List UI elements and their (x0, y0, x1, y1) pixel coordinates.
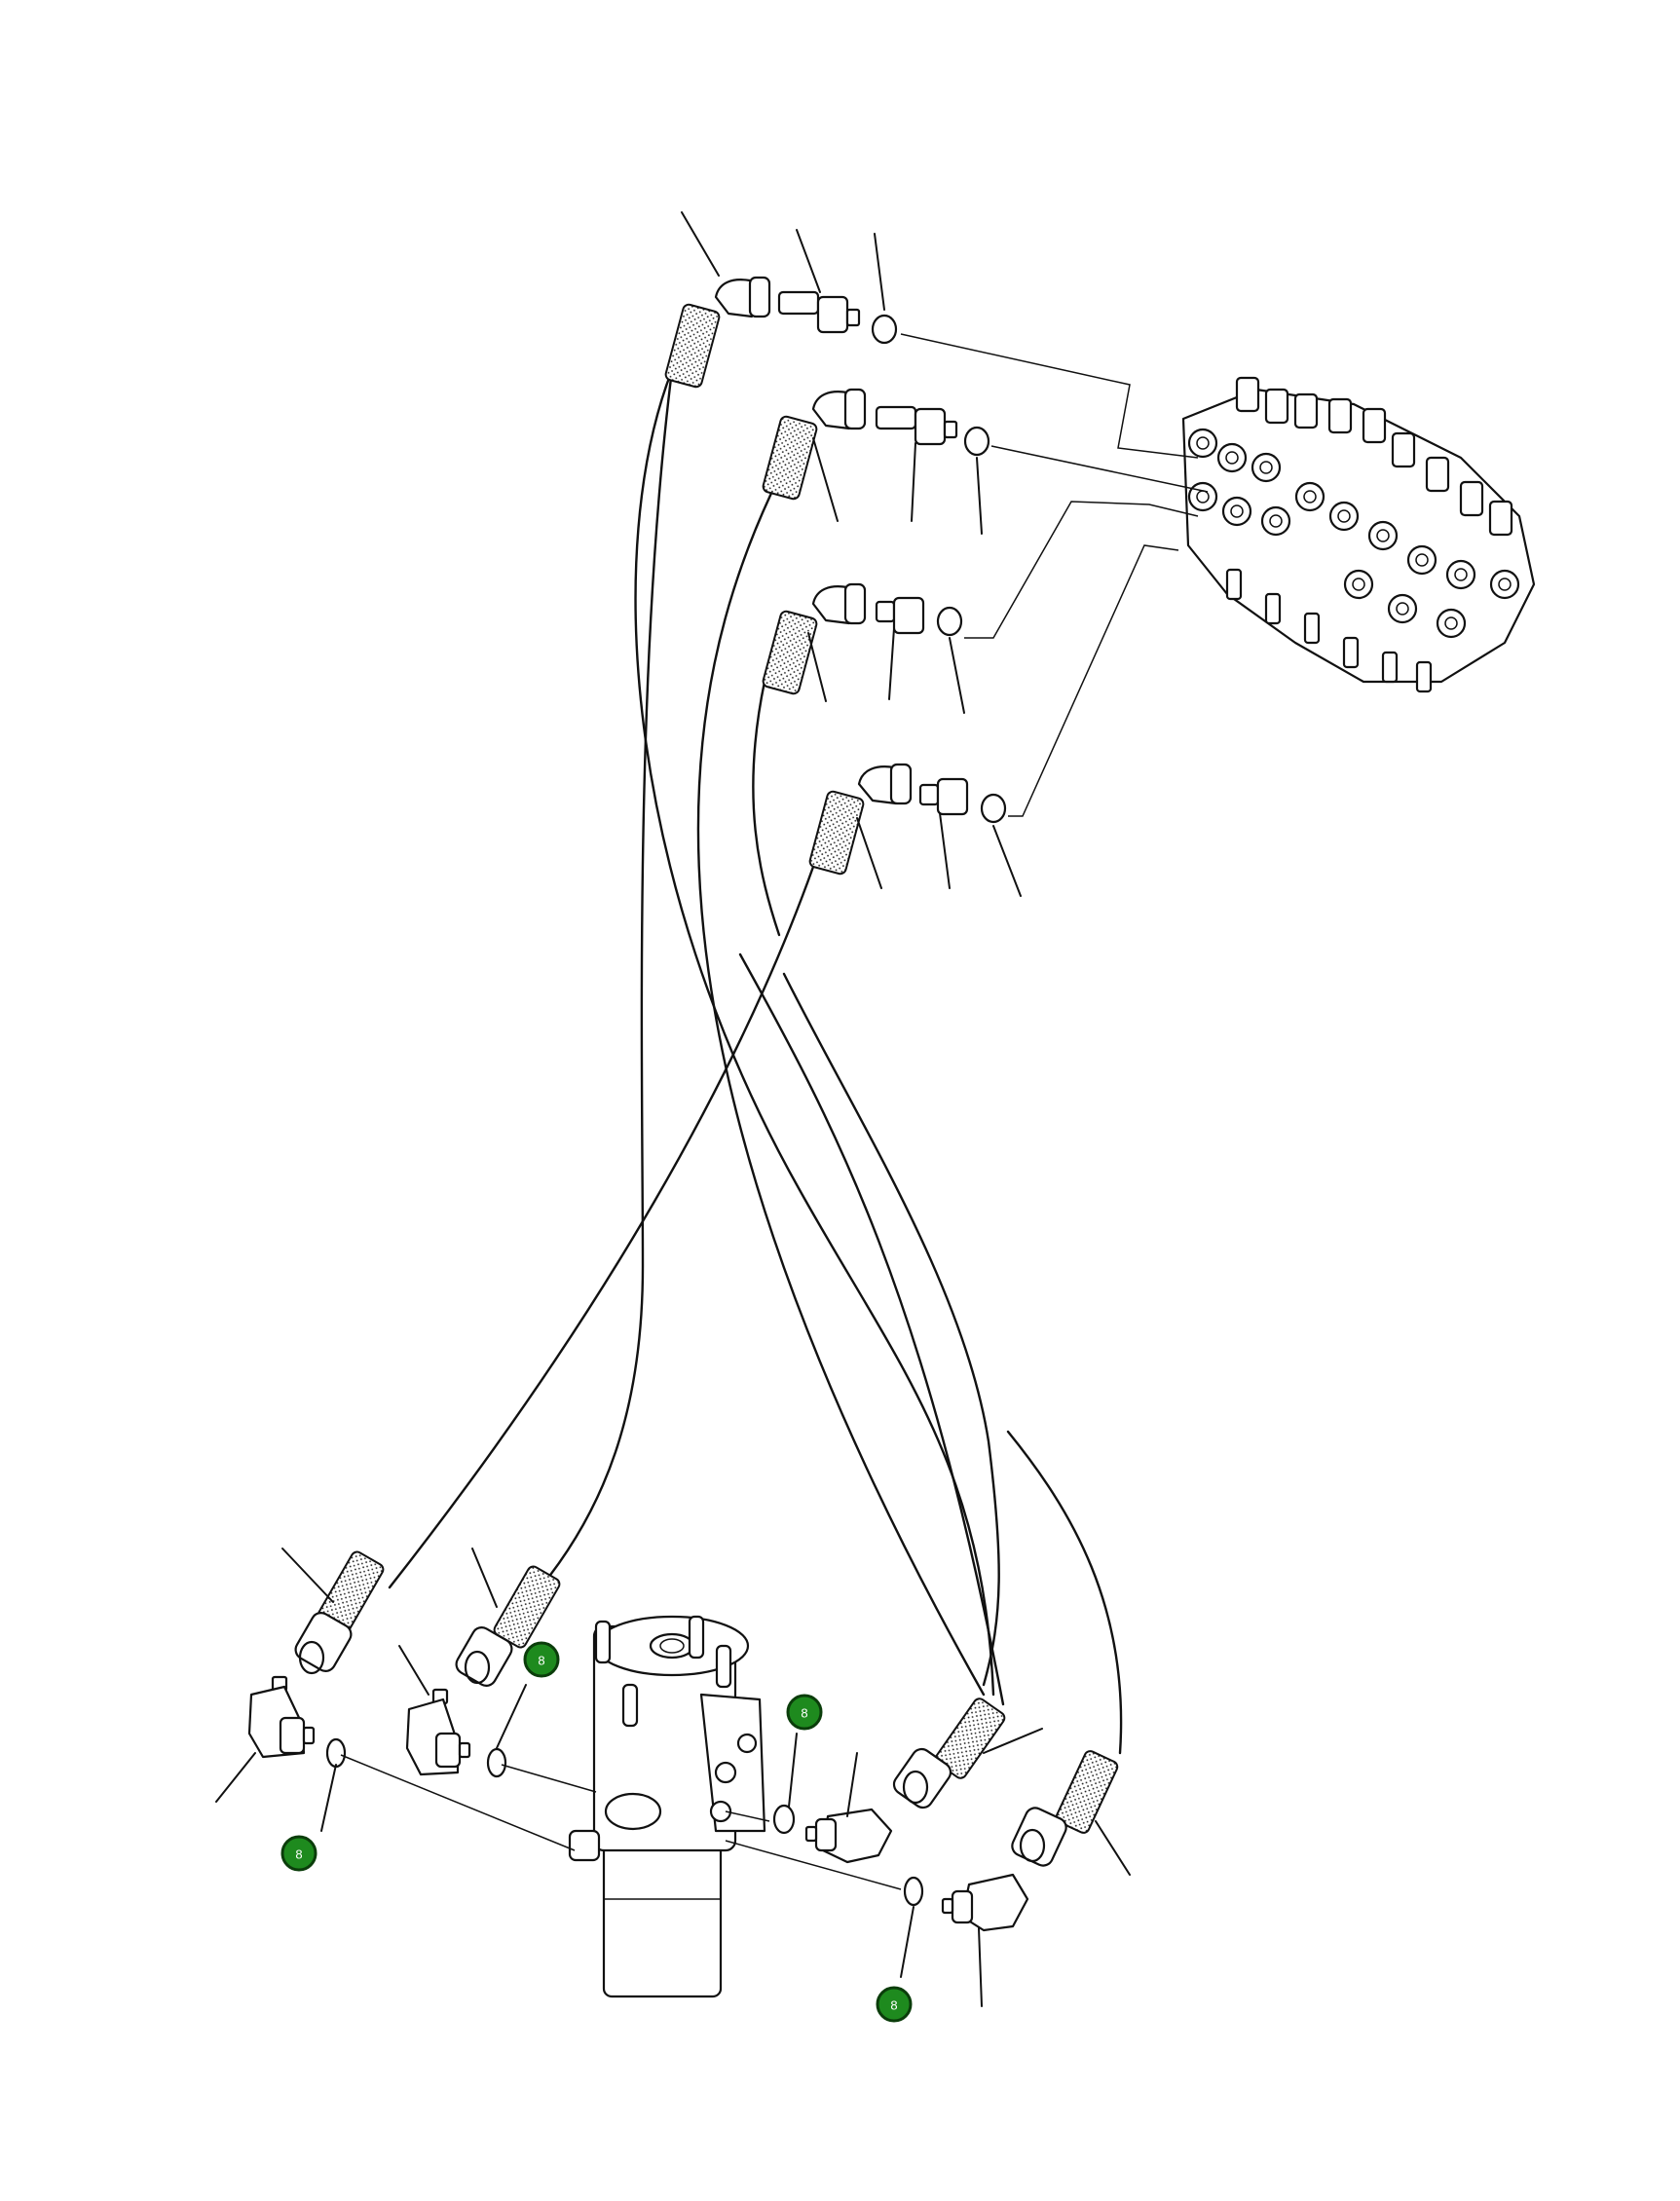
hose-6 (1006, 1430, 1123, 1755)
callout-label: 8 (538, 1654, 544, 1668)
upper-connection-lines (900, 333, 1209, 817)
callout-circle (786, 1694, 823, 1731)
lower-fitting-assembly-4 (900, 1750, 1131, 2007)
callouts: 8 8 8 8 (280, 1641, 913, 2023)
callout-3: 8 (280, 1835, 317, 1872)
steering-unit (568, 1615, 766, 1998)
lower-connection-lines (340, 1754, 902, 1890)
hose-2 (696, 485, 1005, 1706)
callout-circle (876, 1986, 913, 2023)
callout-label: 8 (890, 1998, 897, 2013)
upper-fitting-assembly-3 (762, 582, 965, 714)
callout-label: 8 (295, 1847, 302, 1862)
callout-circle (523, 1641, 560, 1678)
valve-top-fittings (1235, 376, 1513, 537)
callout-label: 8 (801, 1706, 807, 1721)
hose-7 (782, 972, 1000, 1687)
hoses (388, 368, 1123, 1755)
upper-fitting-assembly-2 (762, 388, 990, 535)
callout-4: 8 (876, 1986, 913, 2023)
callout-2: 8 (786, 1694, 823, 1731)
control-valve (1181, 376, 1536, 693)
callout-circle (280, 1835, 317, 1872)
hose-3 (752, 680, 781, 937)
hose-4 (388, 865, 815, 1589)
lower-fitting-assembly-2 (398, 1548, 561, 1778)
callout-1: 8 (523, 1641, 560, 1678)
upper-fitting-assembly-1 (664, 211, 898, 389)
lower-fitting-assembly-1 (215, 1548, 385, 1832)
valve-ports (1187, 428, 1520, 639)
upper-fitting-assembly-4 (808, 763, 1022, 897)
valve-bottom-spools (1225, 568, 1433, 693)
hose-5 (539, 368, 674, 1589)
lower-fitting-assembly-3 (772, 1697, 1043, 1864)
